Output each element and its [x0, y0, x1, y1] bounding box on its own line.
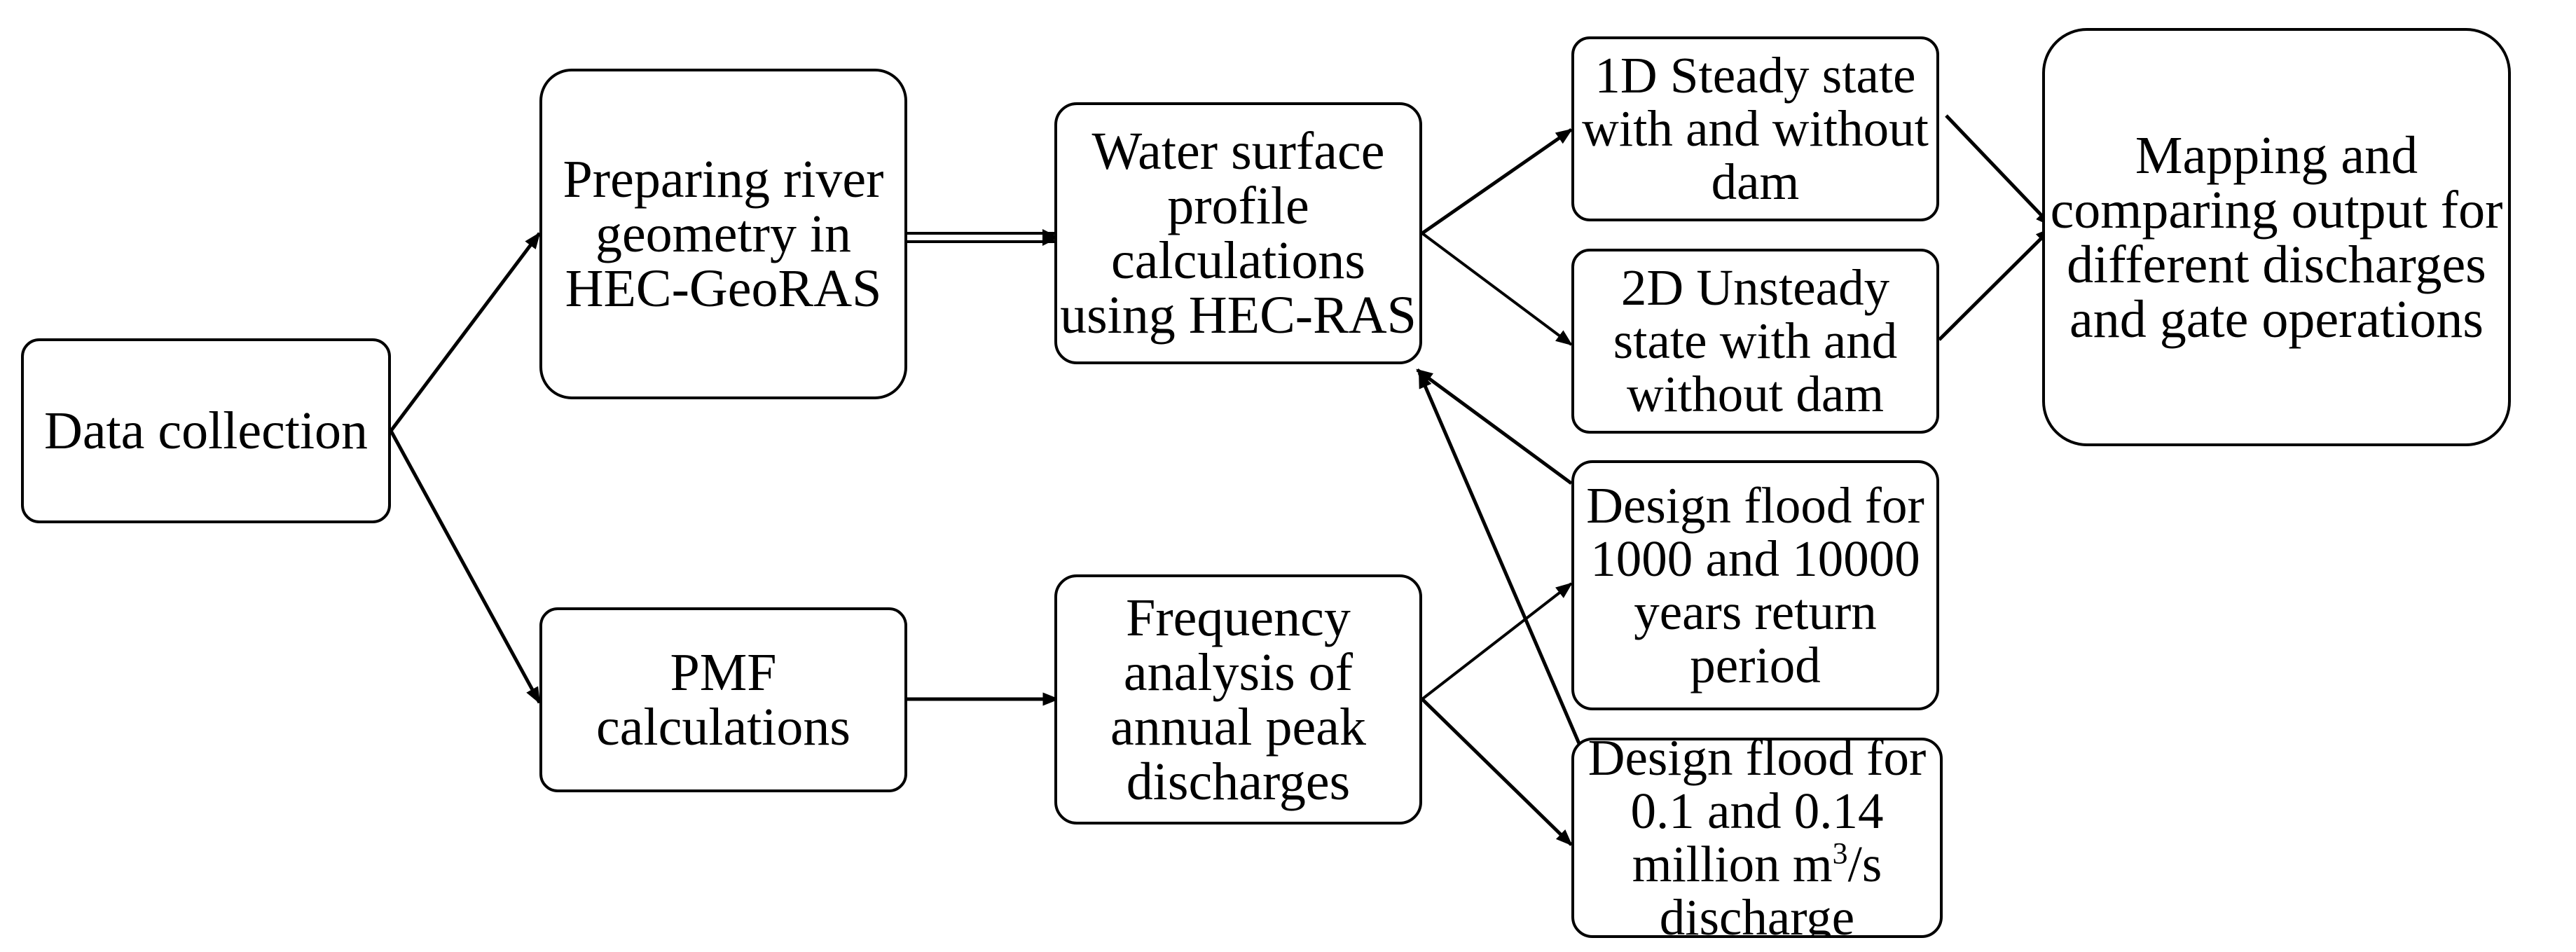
node-mapping-output-label: Mapping and comparing output for differe… — [2050, 125, 2503, 349]
edge-return-period-to-water-surface — [1416, 368, 1573, 485]
node-design-flood-discharge-label-unit: /s discharge — [1659, 836, 1882, 938]
edge-frequency-to-discharge — [1421, 698, 1573, 846]
node-1d-steady-label: 1D Steady state with and without dam — [1582, 47, 1929, 210]
edge-frequency-to-return-period — [1421, 582, 1573, 701]
node-frequency-analysis: Frequency analysis of annual peak discha… — [1054, 574, 1422, 825]
edge-1d-to-mapping — [1945, 114, 2053, 227]
node-water-surface: Water surface profile calculations using… — [1054, 102, 1422, 364]
node-pmf-calculations-label: PMF calculations — [596, 643, 850, 757]
node-design-flood-discharge-label-main: Design flood for 0.1 and 0.14 million m — [1587, 738, 1927, 892]
node-design-flood-discharge-label: Design flood for 0.1 and 0.14 million m3… — [1587, 738, 1927, 938]
node-data-collection: Data collection — [21, 338, 391, 523]
edge-water-surface-to-1d — [1421, 127, 1573, 235]
node-1d-steady: 1D Steady state with and without dam — [1571, 36, 1939, 221]
node-design-flood-discharge: Design flood for 0.1 and 0.14 million m3… — [1571, 738, 1943, 938]
edge-water-surface-to-2d — [1421, 232, 1573, 346]
node-design-flood-return-period: Design flood for 1000 and 10000 years re… — [1571, 460, 1939, 710]
node-design-flood-return-period-label: Design flood for 1000 and 10000 years re… — [1586, 476, 1924, 694]
node-pmf-calculations: PMF calculations — [539, 607, 907, 792]
node-water-surface-label: Water surface profile calculations using… — [1060, 122, 1417, 345]
edge-data-to-pmf — [389, 429, 542, 705]
edge-geometry-to-water-surface — [907, 229, 1059, 246]
node-data-collection-label: Data collection — [43, 401, 369, 460]
node-mapping-output: Mapping and comparing output for differe… — [2042, 28, 2511, 446]
edge-data-to-geometry — [390, 232, 541, 432]
edge-2d-to-mapping — [1938, 227, 2053, 341]
node-2d-unsteady: 2D Unsteady state with and without dam — [1571, 249, 1939, 434]
node-preparing-geometry: Preparing river geometry in HEC-GeoRAS — [539, 69, 907, 399]
edge-discharge-to-water-surface — [1417, 371, 1587, 757]
node-preparing-geometry-label: Preparing river geometry in HEC-GeoRAS — [563, 150, 884, 318]
node-design-flood-discharge-superscript: 3 — [1832, 836, 1848, 871]
node-2d-unsteady-label: 2D Unsteady state with and without dam — [1613, 259, 1898, 422]
node-frequency-analysis-label: Frequency analysis of annual peak discha… — [1110, 588, 1367, 811]
